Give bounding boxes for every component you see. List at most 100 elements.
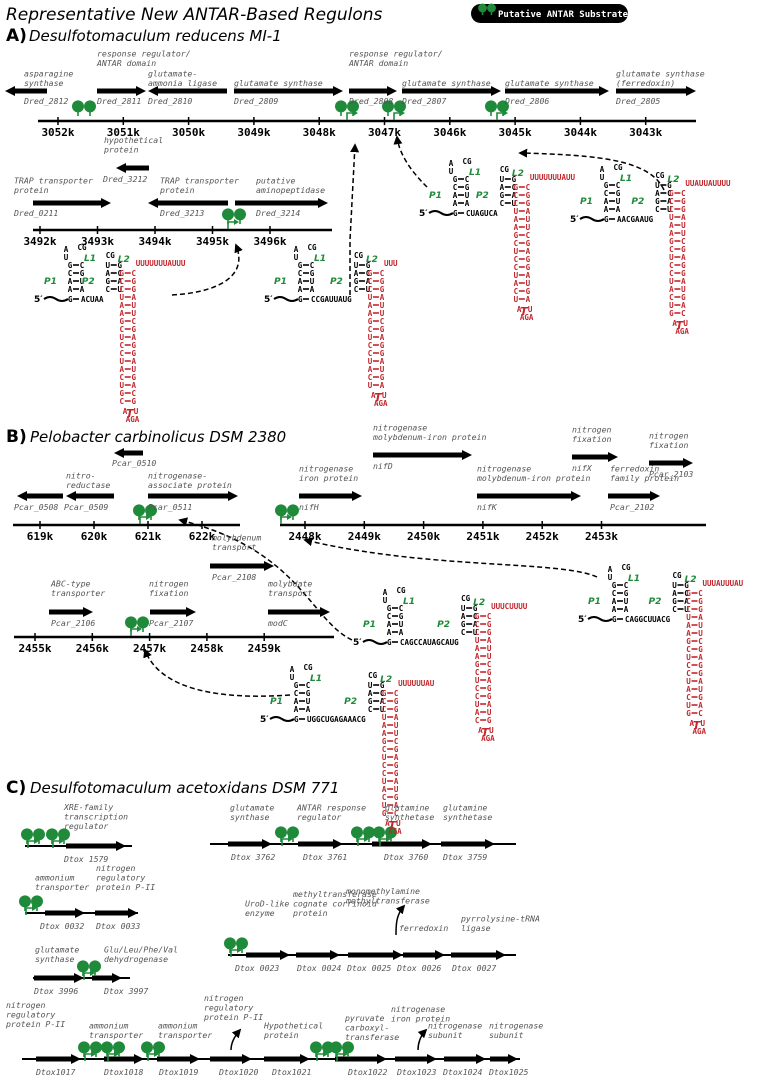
- leader-arrow-regulatory-pii: [230, 1028, 242, 1051]
- gene-arrow-Dtox1018: [104, 1054, 144, 1064]
- antar-icon-c-1-2: [373, 826, 397, 842]
- gene-id-Dred_2805: Dred_2805: [615, 96, 660, 106]
- struct-b2-l1: A: [608, 565, 613, 574]
- gene-desc-modC-line: transport: [268, 588, 312, 598]
- struct-b3-nt: G: [294, 715, 299, 724]
- gene-desc-Dtox_1579-line: transcription: [64, 812, 128, 822]
- struct-b2-p1: C: [612, 589, 617, 598]
- struct-a4-terminator: A: [681, 213, 686, 222]
- promoter-line: [130, 628, 137, 636]
- struct-a3-terminator: A: [526, 247, 531, 256]
- gene-id-Dtox_0027: Dtox 0027: [451, 963, 496, 973]
- struct-a4-p2: C: [667, 189, 672, 198]
- struct-b3-terminator: U: [394, 721, 399, 730]
- gene-desc-Dred_2806: glutamate synthase: [505, 78, 594, 88]
- struct-b1-terminator: A: [487, 700, 492, 709]
- b-left-tick-label: 622k: [189, 530, 216, 543]
- struct-a2-p1: A: [298, 277, 303, 286]
- gene-arrow-Dtox_0023: [246, 950, 290, 960]
- gene-id-Pcar_0508: Pcar_0508: [14, 502, 58, 512]
- gene-desc-Dred_2812-line: synthase: [24, 78, 64, 88]
- gene-desc-Dtox_0032-line: transporter: [35, 882, 89, 892]
- struct-b1-p1: C: [399, 604, 404, 613]
- gene-id-Dtox1022: Dtox1022: [347, 1067, 388, 1077]
- promoter-arrowhead: [32, 905, 37, 911]
- gene-desc-Pcar_0511-line: nitrogenase-: [148, 471, 207, 481]
- dashed-link-b3: [143, 648, 291, 697]
- struct-a4-terminator: C: [681, 189, 686, 198]
- gene-desc-Dred_3212-line: hypothetical: [104, 135, 163, 145]
- struct-a4-p1: C: [604, 189, 609, 198]
- gene-id-Dtox1023: Dtox1023: [396, 1067, 437, 1077]
- struct-b2-p2: U: [684, 605, 689, 614]
- struct-b1-p2: C: [473, 612, 478, 621]
- struct-a1-linker: ACUAA: [81, 295, 104, 304]
- antar-hairpin: [347, 100, 359, 113]
- a-sub-tick-label: 3493k: [81, 235, 114, 248]
- section-c-organism: Desulfotomaculum acetoxidans DSM 771: [30, 779, 339, 797]
- gene-arrow-Dtox_0032: [45, 908, 85, 918]
- struct-b1-terminator: G: [487, 668, 492, 677]
- struct-b2-tloop-T: T: [693, 719, 702, 732]
- gene-desc-Dtox1022-line: transferase: [345, 1032, 399, 1042]
- gene-desc-Pcar_0509: nitro-reductase: [66, 471, 110, 491]
- gene-arrow-Dtox_0027: [451, 950, 506, 960]
- gene-desc-nifD-line: nitrogenase: [373, 423, 427, 433]
- b-bottom-tick-label: 2455k: [18, 642, 51, 655]
- struct-b3-terminator: G: [382, 689, 387, 698]
- antar-hairpin: [394, 100, 406, 113]
- struct-b1-terminator: A: [475, 644, 480, 653]
- struct-a2-terminator: C: [368, 285, 373, 294]
- struct-a4-p1: C: [616, 181, 621, 190]
- struct-b2-terminator: C: [686, 661, 691, 670]
- gene-desc-Pcar_2106-line: ABC-type: [50, 579, 91, 589]
- struct-a3-terminator: G: [526, 263, 531, 272]
- struct-a1-terminator: C: [131, 317, 136, 326]
- struct-b2-terminator: C: [686, 605, 691, 614]
- struct-b3-terminator: C: [382, 769, 387, 778]
- struct-a2-l1: A: [294, 245, 299, 254]
- struct-a3-terminator: G: [526, 287, 531, 296]
- antar-hairpin: [487, 3, 496, 13]
- gene-desc-Dtox_3761-line: regulator: [297, 812, 341, 822]
- gene-desc-Dtox_0026-line: ferredoxin: [399, 923, 448, 933]
- gene-desc-nifX-line: nitrogen: [572, 425, 612, 435]
- struct-a2-terminator: U: [380, 365, 385, 374]
- struct-b2-terminator: A: [686, 629, 691, 638]
- promoter-line: [316, 1053, 323, 1061]
- struct-a1-terminator: G: [131, 285, 136, 294]
- gene-desc-Pcar_2102-line: family protein: [610, 473, 679, 483]
- struct-b1-terminator: G: [487, 684, 492, 693]
- struct-a4-terminator: G: [681, 261, 686, 270]
- gene-arrow-Dtox1025: [490, 1054, 518, 1064]
- a-sub-tick-label: 3496k: [253, 235, 286, 248]
- gene-arrow-Dred_3213: [148, 198, 228, 208]
- promoter-a-main-2: [496, 110, 508, 120]
- gene-desc-Dtox1021-line: Hypothetical: [263, 1021, 323, 1031]
- gene-desc-Dred_3213-line: TRAP transporter: [160, 176, 239, 186]
- struct-b3-terminator: A: [394, 753, 399, 762]
- struct-a1-terminator: G: [131, 397, 136, 406]
- struct-a1-p1: C: [80, 261, 85, 270]
- struct-a1-tloop: U: [134, 407, 139, 416]
- gene-arrow-Pcar_0509: [66, 491, 114, 501]
- struct-a4-u-tail: UUAUUAUUUU: [685, 179, 731, 188]
- gene-arrow-Dtox1022: [335, 1054, 387, 1064]
- struct-b3-terminator: A: [382, 729, 387, 738]
- struct-a2-p2: C: [354, 285, 359, 294]
- antar-icon-c-1-1: [351, 826, 375, 842]
- label-regulatory-pii-line: nitrogen: [204, 993, 244, 1003]
- struct-a4-terminator: U: [681, 285, 686, 294]
- gene-desc-Dtox_0027-line: pyrrolysine-tRNA: [460, 914, 540, 924]
- promoter-c-2-0: [25, 905, 37, 915]
- gene-desc-Pcar_2108-line: transport: [212, 542, 256, 552]
- struct-a4-terminator: A: [669, 221, 674, 230]
- struct-b2-terminator: U: [686, 701, 691, 710]
- gene-id-Dred_3214: Dred_3214: [255, 208, 300, 218]
- struct-a3-p1-label: P1: [429, 191, 442, 201]
- gene-desc-modC-line: molybdate: [267, 579, 312, 589]
- antar-hairpin: [287, 504, 299, 517]
- gene-id-Pcar_0511: Pcar_0511: [148, 502, 192, 512]
